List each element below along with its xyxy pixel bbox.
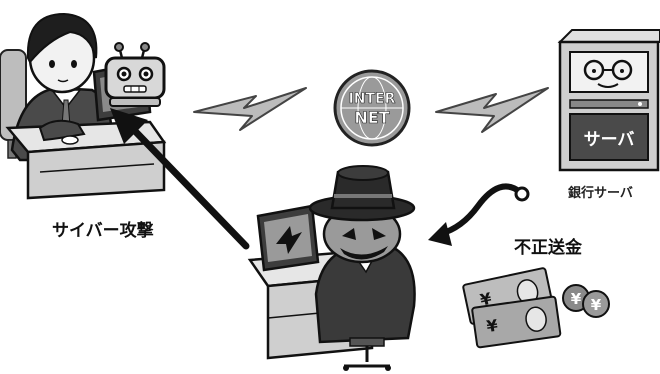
cyber-attack-label: サイバー攻撃 (52, 221, 154, 241)
banknote-yen-mark: ¥ (478, 289, 493, 310)
hacker-illustration (247, 165, 416, 371)
banknotes-icon: ¥ ¥ (462, 267, 562, 349)
yen-coins-icon: ¥ ¥ (562, 284, 610, 318)
coin-yen-mark: ¥ (571, 290, 582, 308)
bank-server-label: 銀行サーバ (568, 186, 633, 201)
malware-robot-icon (104, 42, 166, 107)
internet-globe-icon: INTER NET (333, 69, 411, 147)
illegal-transfer-label: 不正送金 (514, 238, 582, 258)
internet-label-line1: INTER (349, 91, 396, 107)
network-link-bolt-right (435, 87, 549, 133)
network-link-bolt-left (193, 87, 307, 131)
banknote-yen-mark-2: ¥ (485, 316, 499, 336)
illegal-transfer-arrow (428, 183, 530, 246)
server-screen-label: サーバ (584, 130, 635, 150)
internet-label-line2: NET (354, 108, 389, 127)
bank-server-illustration: サーバ (557, 29, 660, 172)
coin-yen-mark-2: ¥ (591, 296, 602, 314)
cyber-attack-arrow (110, 108, 250, 250)
